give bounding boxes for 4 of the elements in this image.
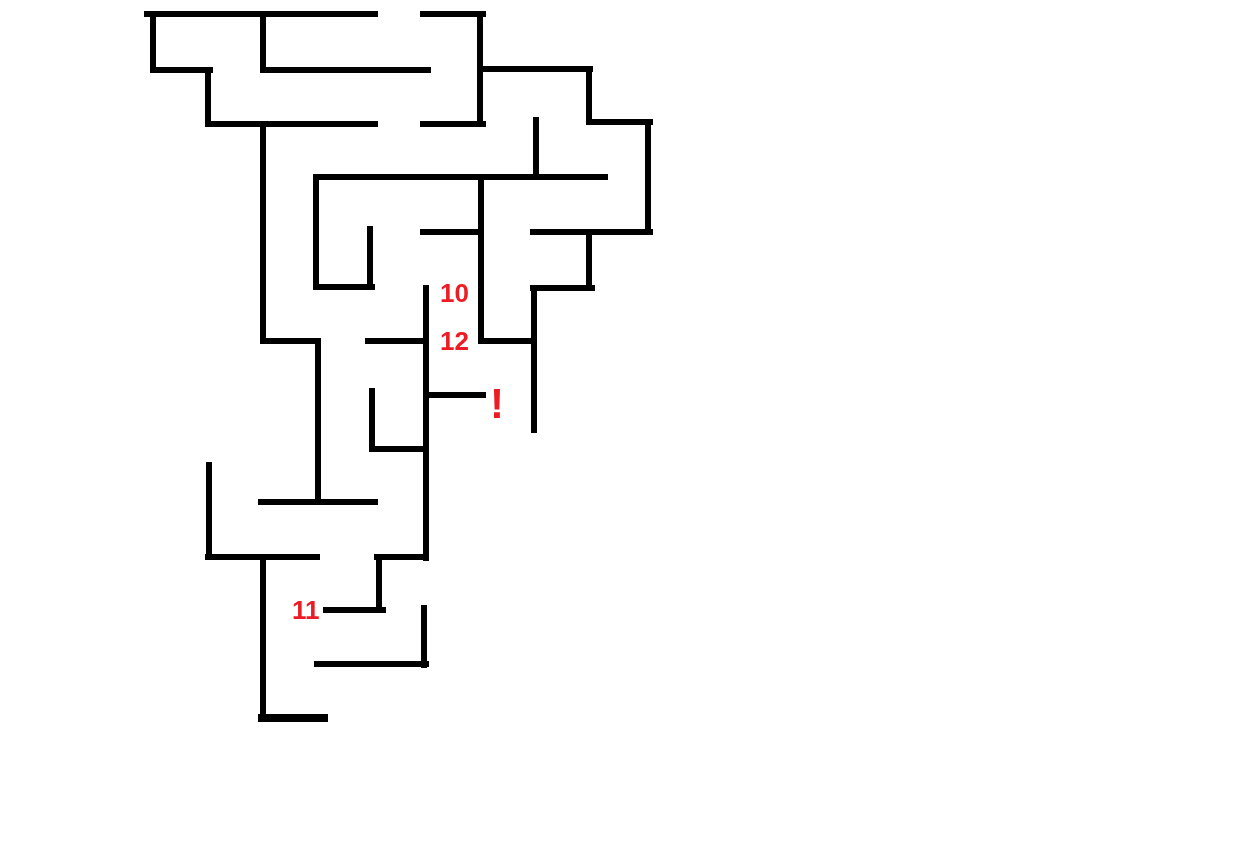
callout-number: 11 (292, 597, 320, 624)
exclamation-mark: ! (490, 382, 504, 425)
callout-number: 10 (440, 280, 469, 307)
callout-number: 12 (440, 328, 469, 355)
